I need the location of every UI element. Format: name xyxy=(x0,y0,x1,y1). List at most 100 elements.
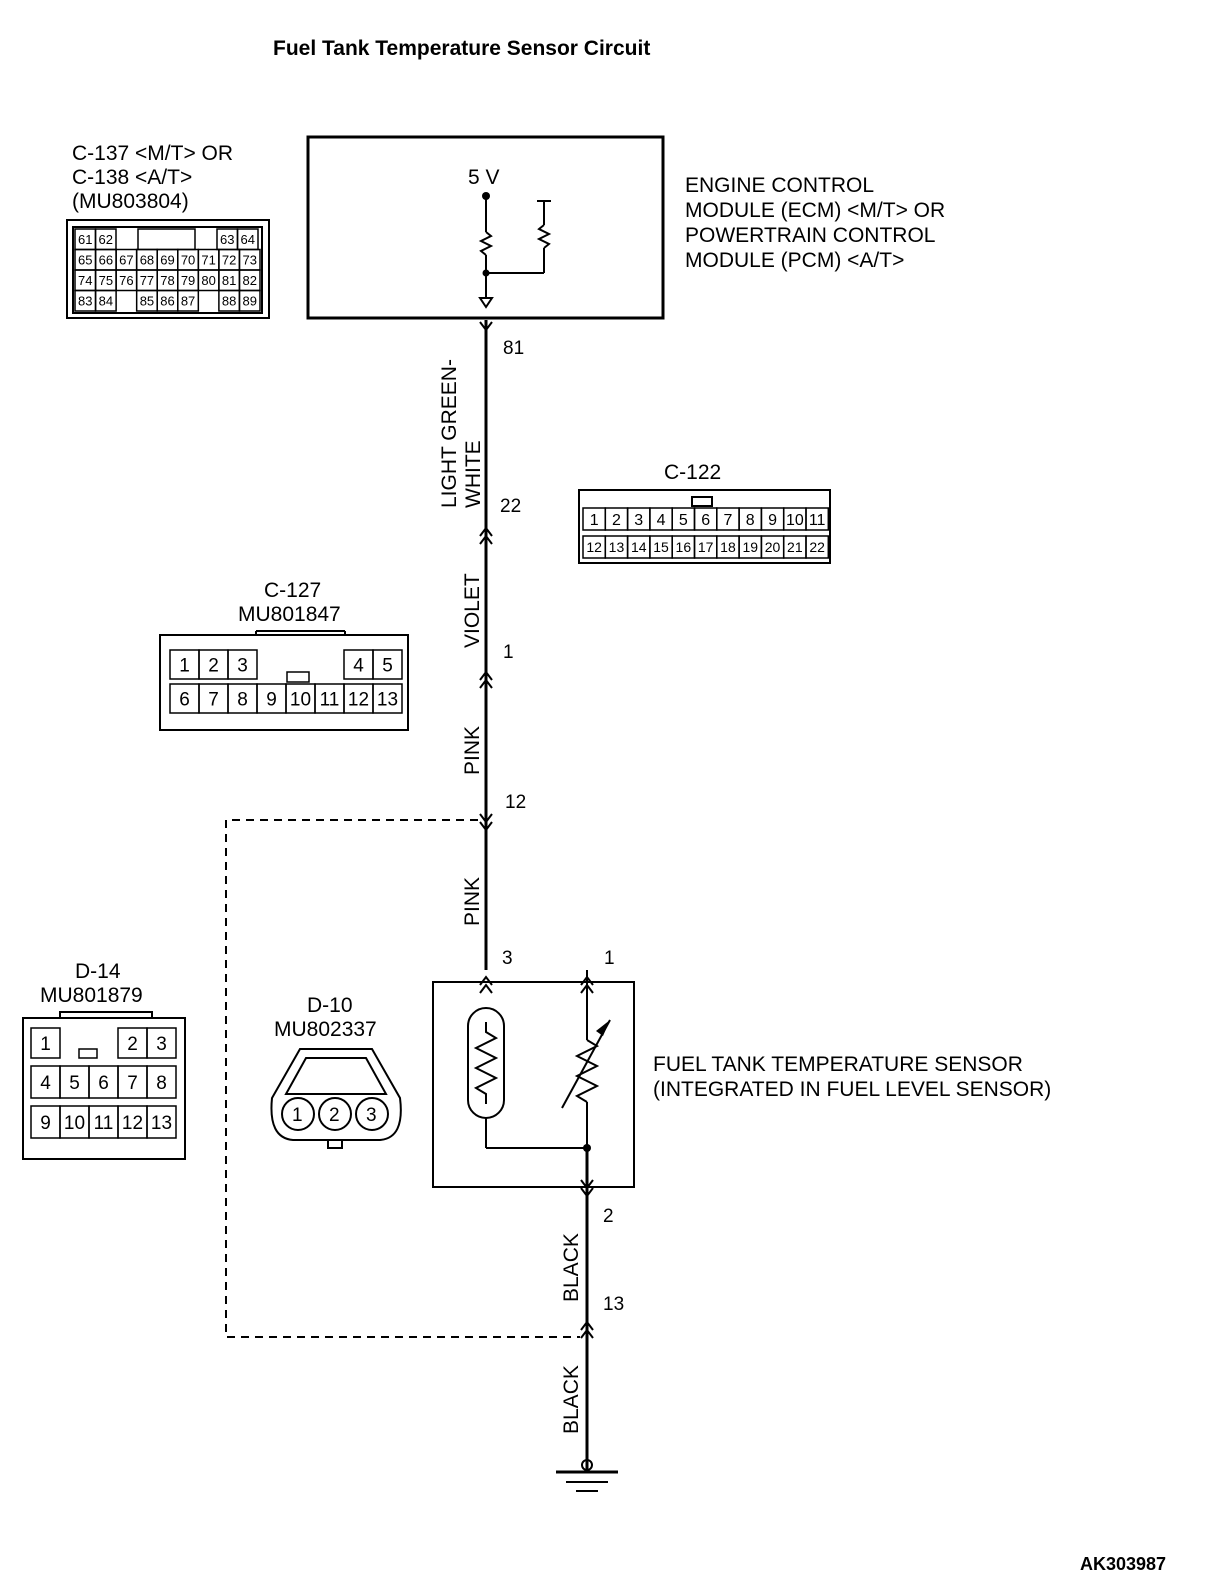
c127-pin: 6 xyxy=(179,689,190,710)
c137-pin: 67 xyxy=(119,252,133,267)
d14-pin: 7 xyxy=(127,1073,138,1094)
d14-pin: 5 xyxy=(69,1073,80,1094)
c122-pin: 15 xyxy=(653,539,669,555)
c122-pin: 5 xyxy=(679,512,688,529)
c137-pin: 63 xyxy=(220,232,234,247)
c137-label-line1: C-137 <M/T> OR xyxy=(72,142,233,165)
c127-pin: 10 xyxy=(290,689,311,710)
wire-color-black-2: BLACK xyxy=(560,1365,583,1434)
c137-pin: 79 xyxy=(181,273,195,288)
d14-pin: 12 xyxy=(122,1113,143,1134)
c122-pin: 8 xyxy=(746,512,755,529)
c122-pin: 7 xyxy=(723,512,732,529)
ecm-label-line4: MODULE (PCM) <A/T> xyxy=(685,249,904,272)
c122-pin: 6 xyxy=(701,512,710,529)
ecm-label-line1: ENGINE CONTROL xyxy=(685,174,874,197)
c137-pin: 71 xyxy=(201,252,215,267)
c137-pin: 72 xyxy=(222,252,236,267)
wire-color-pink-1: PINK xyxy=(461,726,484,775)
c137-pin: 89 xyxy=(242,293,256,308)
connector-d10: D-10 MU802337 1 2 3 xyxy=(270,994,402,1149)
d10-label: D-10 xyxy=(307,994,353,1017)
c127-pin: 12 xyxy=(348,689,369,710)
c137-pin: 78 xyxy=(160,273,174,288)
d14-pin: 13 xyxy=(151,1113,172,1134)
d10-pin-2: 2 xyxy=(329,1105,340,1126)
d14-pin: 4 xyxy=(40,1073,51,1094)
wire-color-white: WHITE xyxy=(462,440,485,508)
pin-12: 12 xyxy=(505,792,526,813)
pin-81: 81 xyxy=(503,338,524,359)
connector-c137: C-137 <M/T> OR C-138 <A/T> (MU803804) 61… xyxy=(66,142,270,319)
c137-pin: 82 xyxy=(242,273,256,288)
fuel-tank-sensor: FUEL TANK TEMPERATURE SENSOR (INTEGRATED… xyxy=(432,970,1051,1470)
wire-color-light-green: LIGHT GREEN- xyxy=(438,359,461,508)
c137-pin: 77 xyxy=(140,273,154,288)
d14-pin: 1 xyxy=(40,1034,51,1055)
c122-pin: 19 xyxy=(742,539,758,555)
c127-pin: 5 xyxy=(382,655,393,676)
c137-pin: 66 xyxy=(99,252,113,267)
c122-pin: 1 xyxy=(590,512,599,529)
c122-pin: 4 xyxy=(657,512,666,529)
c137-pin: 62 xyxy=(99,232,113,247)
c137-pin: 80 xyxy=(201,273,215,288)
d14-pin: 9 xyxy=(40,1113,51,1134)
wire-color-pink-2: PINK xyxy=(461,877,484,926)
c122-pin: 18 xyxy=(720,539,736,555)
c122-pin: 13 xyxy=(609,539,625,555)
c127-pin: 3 xyxy=(237,655,248,676)
c127-pin: 9 xyxy=(266,689,277,710)
c137-pin: 88 xyxy=(222,293,236,308)
c137-label-line3: (MU803804) xyxy=(72,190,189,213)
ecm-module: 5 V ENGINE CONTROL MODULE (ECM) <M/T> OR… xyxy=(306,135,945,320)
c137-pin: 87 xyxy=(181,293,195,308)
c122-pin: 11 xyxy=(809,512,826,529)
d14-pin: 6 xyxy=(98,1073,109,1094)
d14-pin: 3 xyxy=(156,1034,167,1055)
pin-3: 3 xyxy=(502,948,513,969)
c137-pin: 76 xyxy=(119,273,133,288)
ecm-label: ENGINE CONTROL MODULE (ECM) <M/T> OR POW… xyxy=(685,174,945,272)
c127-pin: 7 xyxy=(208,689,219,710)
c122-pin: 2 xyxy=(612,512,621,529)
c122-pin: 14 xyxy=(631,539,647,555)
pin-1: 1 xyxy=(503,642,514,663)
d14-pin: 2 xyxy=(127,1034,138,1055)
diagram-title: Fuel Tank Temperature Sensor Circuit xyxy=(273,37,650,60)
c127-pin: 11 xyxy=(320,689,340,710)
c127-pin: 4 xyxy=(353,655,364,676)
d14-pin: 8 xyxy=(156,1073,167,1094)
c137-pin: 69 xyxy=(160,252,174,267)
sensor-pin-2: 2 xyxy=(603,1206,614,1227)
c122-pin: 22 xyxy=(809,539,825,555)
dashed-harness-link xyxy=(225,819,580,1338)
c137-pin: 73 xyxy=(242,252,256,267)
d14-part: MU801879 xyxy=(40,984,143,1007)
d14-pin: 11 xyxy=(94,1113,114,1134)
sensor-pin-1: 1 xyxy=(604,948,615,969)
d14-pin: 10 xyxy=(64,1113,85,1134)
c137-pin: 75 xyxy=(99,273,113,288)
c127-label: C-127 xyxy=(264,579,321,602)
c122-pin: 16 xyxy=(676,539,692,555)
ecm-voltage: 5 V xyxy=(468,166,500,189)
c122-pin: 3 xyxy=(634,512,643,529)
d10-part: MU802337 xyxy=(274,1018,377,1041)
figure-id: AK303987 xyxy=(1080,1554,1166,1574)
c127-pin: 13 xyxy=(377,689,398,710)
c122-label: C-122 xyxy=(664,461,721,484)
ecm-label-line3: POWERTRAIN CONTROL xyxy=(685,224,935,247)
c137-pin: 74 xyxy=(78,273,92,288)
c137-pin: 83 xyxy=(78,293,92,308)
pin-13: 13 xyxy=(603,1294,624,1315)
d10-pin-1: 1 xyxy=(292,1105,303,1126)
c137-pin: 68 xyxy=(140,252,154,267)
c122-pin: 20 xyxy=(765,539,781,555)
c122-pin: 12 xyxy=(586,539,602,555)
